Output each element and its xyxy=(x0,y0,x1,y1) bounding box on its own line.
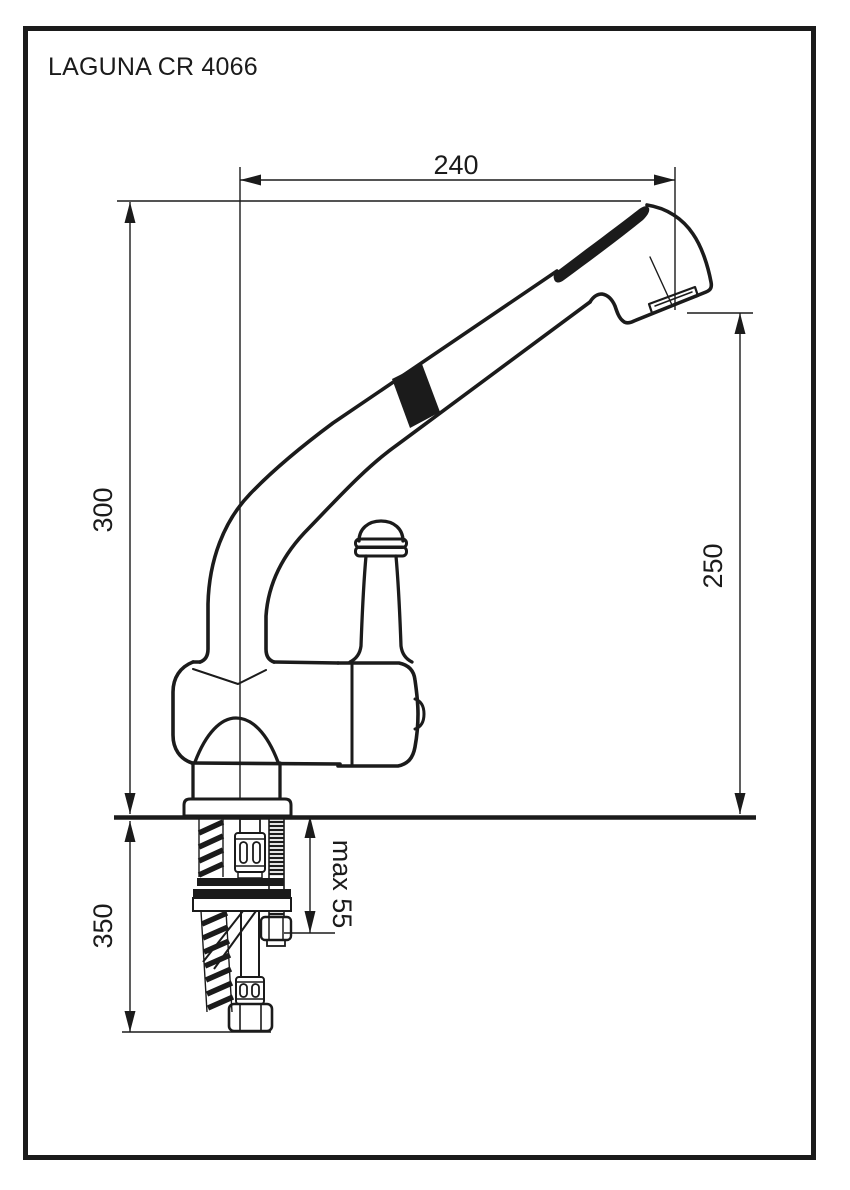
product-title: LAGUNA CR 4066 xyxy=(48,53,258,81)
corrugated-hose-lower-slats xyxy=(200,910,235,1011)
mounting-plate xyxy=(192,897,292,912)
body-top-edge xyxy=(191,660,340,665)
stud-nut xyxy=(259,915,293,942)
spout-upper-edge xyxy=(198,269,559,664)
arrowhead-bottom xyxy=(124,793,136,814)
base-flange xyxy=(182,797,293,818)
dimension-length-below-worktop: 350 xyxy=(88,821,271,1033)
hose-lower-crimp-slot-left xyxy=(239,983,248,998)
dimension-spout-reach: 240 xyxy=(239,150,676,817)
arrowhead-top xyxy=(124,202,136,223)
handle-collar-ring-lower xyxy=(354,545,408,558)
dimension-label-300: 300 xyxy=(88,487,118,532)
hose-upper-crimp-slot-right xyxy=(252,841,261,864)
arrowhead-top xyxy=(124,821,136,842)
dimension-label-240: 240 xyxy=(433,150,478,180)
body-chamfer-line xyxy=(192,668,267,685)
handle-neck-right-edge xyxy=(394,554,414,664)
hose-end-hex-nut xyxy=(227,1002,274,1033)
faucet-outline xyxy=(171,203,714,818)
rubber-washer-lower xyxy=(193,889,291,898)
hose-lower-crimp-slot-right xyxy=(251,983,260,998)
handle-neck-left-edge xyxy=(348,554,368,664)
aerator-outline xyxy=(647,285,700,315)
mounting-stud-threads xyxy=(269,820,284,916)
handle-knob-cap xyxy=(357,519,405,543)
handle-escutcheon xyxy=(336,661,420,768)
dimension-label-350: 350 xyxy=(88,903,118,948)
corrugated-hose-upper-edges xyxy=(198,819,224,877)
hose-end-hex-nut-facets xyxy=(239,1004,262,1031)
body-bottom-edge xyxy=(190,761,342,766)
spout-joint-band xyxy=(392,364,440,428)
dimension-label-250: 250 xyxy=(698,543,728,588)
spray-head-outline xyxy=(588,203,714,325)
rubber-washer-upper xyxy=(197,878,284,886)
spray-head-shadow-crescent xyxy=(553,206,650,283)
arrowhead-left xyxy=(240,174,261,186)
arrowhead-right xyxy=(654,174,675,186)
arrowhead-bottom xyxy=(304,911,316,933)
stud-nut-washer xyxy=(266,939,286,947)
aerator-inner-line xyxy=(654,291,693,307)
arrowhead-top xyxy=(304,816,316,838)
hose-lower-crimp-bands xyxy=(236,981,264,1000)
spout-lower-edge xyxy=(264,300,592,664)
body-dome-line xyxy=(193,716,280,764)
arrowhead-bottom xyxy=(124,1011,136,1032)
corrugated-hose-upper-slats xyxy=(197,819,225,878)
hose-top-cap xyxy=(239,818,261,834)
body-left-cap xyxy=(171,660,195,765)
spray-head-seam-line xyxy=(649,256,673,306)
sheet-border xyxy=(23,26,816,1160)
dimension-label-max55: max 55 xyxy=(327,840,357,929)
arrowhead-bottom xyxy=(734,793,746,814)
handle-pivot-nub xyxy=(413,697,426,731)
under-counter-assembly xyxy=(192,818,293,1033)
hose-upper-crimp-slot-left xyxy=(239,841,248,864)
dimension-max-worktop-thickness: max 55 xyxy=(284,816,357,934)
arrowhead-top xyxy=(734,313,746,334)
stud-nut-facets xyxy=(268,917,284,940)
hose-tube-edges xyxy=(240,911,260,977)
hose-upper-crimp-bands xyxy=(235,838,265,867)
dimension-outlet-height: 250 xyxy=(687,312,753,814)
base-neck-edges xyxy=(191,761,282,802)
dimension-height-above-worktop: 300 xyxy=(88,200,641,814)
